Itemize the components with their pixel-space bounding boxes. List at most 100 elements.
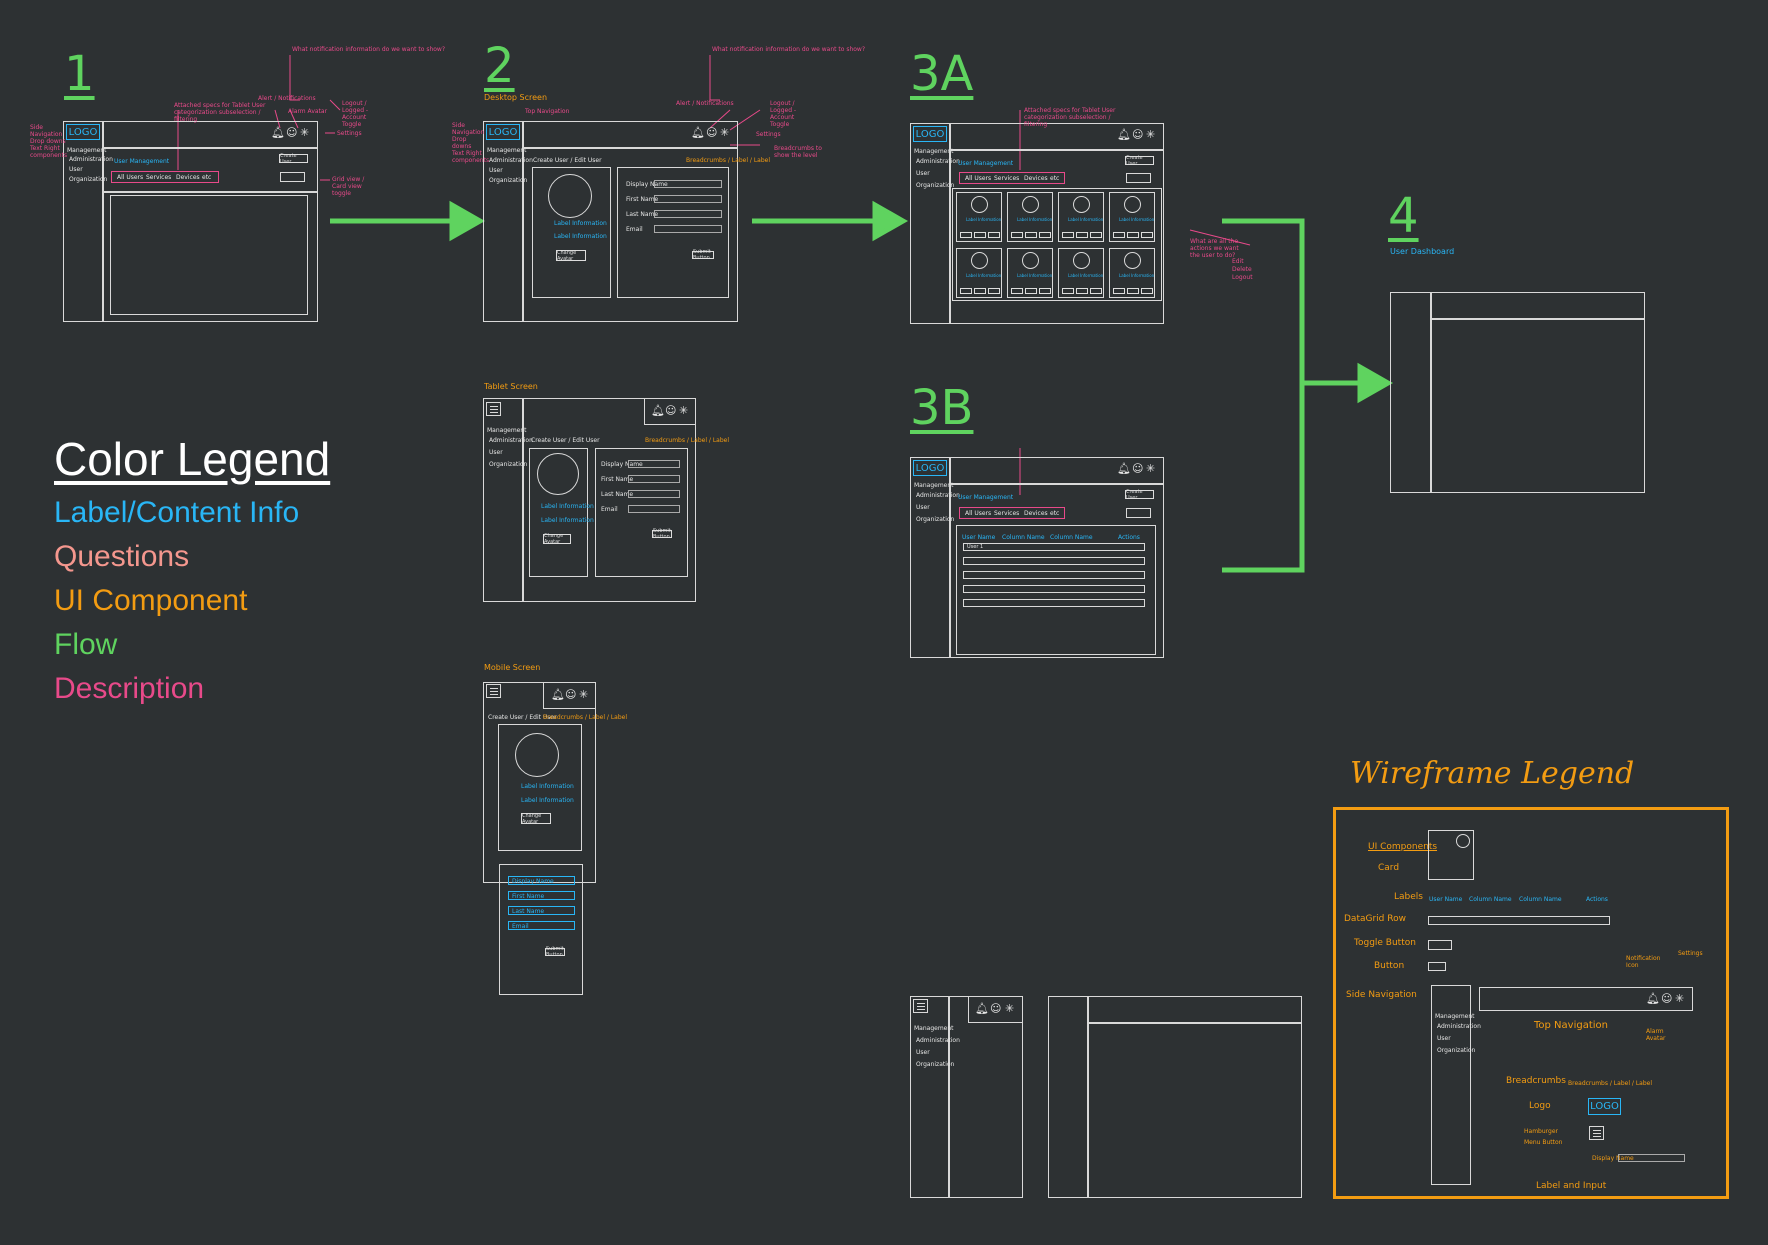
avatar-icon: ☺ xyxy=(665,404,677,417)
card-action-button[interactable] xyxy=(1127,288,1139,294)
create-user-button[interactable]: Create User xyxy=(279,153,308,165)
card-action-button[interactable] xyxy=(1127,232,1139,238)
user-card[interactable]: Label Information xyxy=(956,248,1002,298)
card-action-button[interactable] xyxy=(1062,288,1074,294)
user-card[interactable]: Label Information xyxy=(1109,248,1155,298)
hamburger-menu-button[interactable] xyxy=(1589,1126,1604,1140)
email-input[interactable] xyxy=(628,505,680,513)
settings-icon: ✳ xyxy=(579,688,589,701)
change-avatar-button[interactable]: Change Avatar xyxy=(543,533,571,545)
display-name-input[interactable] xyxy=(654,180,722,188)
user-card[interactable]: Label Information xyxy=(1109,192,1155,242)
card-action-button[interactable] xyxy=(1039,288,1051,294)
top-nav xyxy=(950,123,1164,150)
card-action-button[interactable] xyxy=(974,288,986,294)
legend-ui-component: UI Component xyxy=(54,584,248,617)
nav-item-administration: Administration xyxy=(69,156,113,163)
top-nav xyxy=(644,398,696,425)
avatar-icon xyxy=(1022,196,1039,213)
submit-button[interactable]: Submit Button xyxy=(652,528,672,540)
last-name-input[interactable]: Last Name xyxy=(508,906,575,915)
hamburger-menu-button[interactable] xyxy=(486,402,501,416)
card-action-button[interactable] xyxy=(960,288,972,294)
first-name-input[interactable] xyxy=(628,475,680,483)
submit-button[interactable]: Submit Button xyxy=(545,946,565,958)
table-row[interactable] xyxy=(963,585,1145,593)
settings-icon: ✳ xyxy=(300,126,310,139)
card-action-button[interactable] xyxy=(988,232,1000,238)
avatar-icon xyxy=(1456,834,1470,848)
legend-toggle-button[interactable] xyxy=(1428,940,1452,950)
submit-button[interactable]: Submit Button xyxy=(692,249,714,261)
card-action-button[interactable] xyxy=(1113,232,1125,238)
hamburger-menu-button[interactable] xyxy=(486,684,501,698)
legend-label-content: Label/Content Info xyxy=(54,496,300,529)
filter-bar: All Users Services Devices etc xyxy=(959,172,1065,184)
card-action-button[interactable] xyxy=(974,232,986,238)
top-nav xyxy=(523,121,738,148)
avatar-icon xyxy=(1073,196,1090,213)
card-label: Label Information xyxy=(966,273,1002,278)
tablet-screen-label: Tablet Screen xyxy=(484,382,538,391)
user-card[interactable]: Label Information xyxy=(1058,192,1104,242)
card-action-button[interactable] xyxy=(1141,232,1153,238)
first-name-input[interactable]: First Name xyxy=(508,891,575,900)
card-label: Label Information xyxy=(1119,273,1155,278)
legend-input[interactable] xyxy=(1618,1154,1685,1162)
hamburger-menu-button[interactable] xyxy=(913,999,928,1013)
profile-card xyxy=(529,448,588,577)
card-action-button[interactable] xyxy=(960,232,972,238)
settings-icon: ✳ xyxy=(1146,128,1156,141)
view-toggle[interactable] xyxy=(280,172,305,182)
settings-icon: ✳ xyxy=(679,404,689,417)
change-avatar-button[interactable]: Change Avatar xyxy=(556,250,586,262)
user-card[interactable]: Label Information xyxy=(1007,192,1053,242)
nav-item-organization: Organization xyxy=(69,176,108,183)
legend-datagrid-row xyxy=(1428,916,1610,925)
card-action-button[interactable] xyxy=(1039,232,1051,238)
avatar-icon: ☺ xyxy=(1132,462,1144,475)
card-action-button[interactable] xyxy=(1011,232,1023,238)
last-name-input[interactable] xyxy=(654,210,722,218)
card-action-button[interactable] xyxy=(1062,232,1074,238)
step-2-label: 2 xyxy=(484,38,515,94)
create-user-button[interactable]: Create User xyxy=(1125,155,1154,167)
email-input[interactable]: Email xyxy=(508,921,575,930)
user-card[interactable]: Label Information xyxy=(1007,248,1053,298)
card-action-button[interactable] xyxy=(1076,232,1088,238)
email-input[interactable] xyxy=(654,225,722,233)
user-card[interactable]: Label Information xyxy=(1058,248,1104,298)
first-name-input[interactable] xyxy=(654,195,722,203)
card-action-button[interactable] xyxy=(1025,232,1037,238)
change-avatar-button[interactable]: Change Avatar xyxy=(521,813,551,825)
legend-logo: LOGO xyxy=(1588,1098,1621,1115)
profile-card xyxy=(498,724,582,851)
legend-button[interactable] xyxy=(1428,962,1446,971)
content-header xyxy=(103,148,318,192)
table-row[interactable]: User 1 xyxy=(963,543,1145,551)
card-action-button[interactable] xyxy=(988,288,1000,294)
card-action-button[interactable] xyxy=(1141,288,1153,294)
legend-flow: Flow xyxy=(54,628,118,661)
card-action-button[interactable] xyxy=(1113,288,1125,294)
card-action-button[interactable] xyxy=(1090,232,1102,238)
card-action-button[interactable] xyxy=(1025,288,1037,294)
display-name-input[interactable] xyxy=(628,460,680,468)
table-row[interactable] xyxy=(963,599,1145,607)
view-toggle[interactable] xyxy=(1126,173,1151,183)
card-action-button[interactable] xyxy=(1011,288,1023,294)
card-action-button[interactable] xyxy=(1076,288,1088,294)
legend-description: Description xyxy=(54,672,205,705)
last-name-input[interactable] xyxy=(628,490,680,498)
nav-management: Management xyxy=(67,147,107,154)
table-row[interactable] xyxy=(963,557,1145,565)
side-nav xyxy=(483,398,523,602)
user-card[interactable]: Label Information xyxy=(956,192,1002,242)
top-nav xyxy=(1088,996,1302,1023)
settings-icon: ✳ xyxy=(1146,462,1156,475)
card-action-button[interactable] xyxy=(1090,288,1102,294)
create-user-button[interactable]: Create User xyxy=(1125,489,1154,501)
table-row[interactable] xyxy=(963,571,1145,579)
display-name-input[interactable]: Display Name xyxy=(508,876,575,885)
view-toggle[interactable] xyxy=(1126,508,1151,518)
